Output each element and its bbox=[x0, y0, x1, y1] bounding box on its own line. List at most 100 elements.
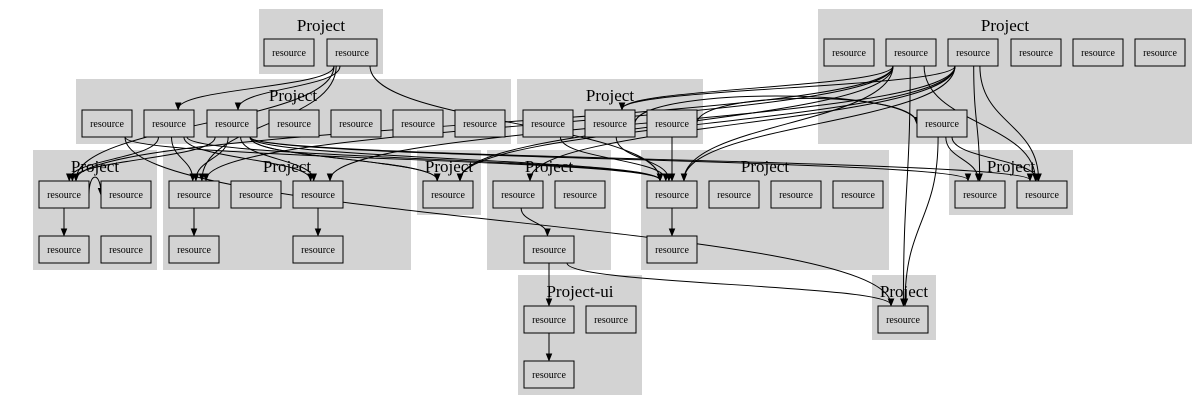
node-box[interactable] bbox=[143, 109, 195, 138]
node-box[interactable] bbox=[523, 305, 575, 334]
node-label: resource bbox=[339, 119, 373, 130]
node-c2n2[interactable]: resource bbox=[885, 38, 937, 67]
node-box[interactable] bbox=[230, 180, 282, 209]
node-c3n7[interactable]: resource bbox=[454, 109, 506, 138]
node-c7n4[interactable]: resource bbox=[230, 180, 282, 209]
node-c7n6[interactable]: resource bbox=[916, 109, 968, 138]
node-box[interactable] bbox=[554, 180, 606, 209]
node-box[interactable] bbox=[585, 305, 637, 334]
node-box[interactable] bbox=[206, 109, 258, 138]
node-c9n1[interactable]: resource bbox=[492, 180, 544, 209]
node-box[interactable] bbox=[947, 38, 999, 67]
node-c6n3[interactable]: resource bbox=[292, 180, 344, 209]
node-box[interactable] bbox=[523, 360, 575, 389]
node-box[interactable] bbox=[770, 180, 822, 209]
node-box[interactable] bbox=[168, 180, 220, 209]
node-box[interactable] bbox=[100, 180, 152, 209]
node-box[interactable] bbox=[646, 109, 698, 138]
node-box[interactable] bbox=[823, 38, 875, 67]
node-box[interactable] bbox=[263, 38, 315, 67]
node-box[interactable] bbox=[392, 109, 444, 138]
node-c6n2[interactable]: resource bbox=[168, 235, 220, 264]
node-c13n1[interactable]: resource bbox=[877, 305, 929, 334]
node-c2n1[interactable]: resource bbox=[823, 38, 875, 67]
node-box[interactable] bbox=[584, 109, 636, 138]
node-c10n2[interactable]: resource bbox=[708, 180, 760, 209]
node-label: resource bbox=[563, 190, 597, 201]
node-c1n1[interactable]: resource bbox=[263, 38, 315, 67]
node-box[interactable] bbox=[832, 180, 884, 209]
node-box[interactable] bbox=[100, 235, 152, 264]
node-box[interactable] bbox=[326, 38, 378, 67]
node-box[interactable] bbox=[292, 235, 344, 264]
cluster-label-c2: Project bbox=[981, 16, 1029, 35]
node-box[interactable] bbox=[454, 109, 506, 138]
node-box[interactable] bbox=[646, 180, 698, 209]
node-label: resource bbox=[532, 315, 566, 326]
node-box[interactable] bbox=[954, 180, 1006, 209]
node-c2n3[interactable]: resource bbox=[947, 38, 999, 67]
node-box[interactable] bbox=[492, 180, 544, 209]
node-c1n2[interactable]: resource bbox=[326, 38, 378, 67]
node-c2n6[interactable]: resource bbox=[1134, 38, 1186, 67]
edge-c7n6-to-c11n1 bbox=[945, 136, 978, 180]
node-c4n2[interactable]: resource bbox=[100, 180, 152, 209]
node-box[interactable] bbox=[38, 180, 90, 209]
node-c3n5[interactable]: resource bbox=[330, 109, 382, 138]
node-label: resource bbox=[655, 190, 689, 201]
node-c3n4[interactable]: resource bbox=[268, 109, 320, 138]
node-c5n1[interactable]: resource bbox=[422, 180, 474, 209]
node-c4n3[interactable]: resource bbox=[38, 235, 90, 264]
node-box[interactable] bbox=[522, 109, 574, 138]
node-box[interactable] bbox=[292, 180, 344, 209]
node-box[interactable] bbox=[1072, 38, 1124, 67]
node-c4-extra[interactable]: resource bbox=[100, 235, 152, 264]
node-box[interactable] bbox=[708, 180, 760, 209]
node-c7n1[interactable]: resource bbox=[522, 109, 574, 138]
edge-c2n3-to-c9n1 bbox=[530, 65, 956, 180]
node-c6n1[interactable]: resource bbox=[168, 180, 220, 209]
node-box[interactable] bbox=[1016, 180, 1068, 209]
node-box[interactable] bbox=[268, 109, 320, 138]
cluster-label-c10: Project bbox=[741, 157, 789, 176]
node-box[interactable] bbox=[330, 109, 382, 138]
node-label: resource bbox=[841, 190, 875, 201]
node-c7n5[interactable]: resource bbox=[646, 180, 698, 209]
edge-c2n3-to-c11n1 bbox=[973, 65, 980, 180]
node-box[interactable] bbox=[916, 109, 968, 138]
node-c2n4[interactable]: resource bbox=[1010, 38, 1062, 67]
node-box[interactable] bbox=[523, 235, 575, 264]
node-label: resource bbox=[655, 119, 689, 130]
node-label: resource bbox=[655, 245, 689, 256]
node-c2n5[interactable]: resource bbox=[1072, 38, 1124, 67]
node-box[interactable] bbox=[422, 180, 474, 209]
node-c12n2[interactable]: resource bbox=[585, 305, 637, 334]
node-c10n4[interactable]: resource bbox=[832, 180, 884, 209]
node-c3n1[interactable]: resource bbox=[81, 109, 133, 138]
node-c3n3[interactable]: resource bbox=[206, 109, 258, 138]
node-c7n2[interactable]: resource bbox=[584, 109, 636, 138]
node-c3n2[interactable]: resource bbox=[143, 109, 195, 138]
edge-c9n3-to-c13n1 bbox=[566, 262, 891, 305]
node-box[interactable] bbox=[1010, 38, 1062, 67]
node-c3n6[interactable]: resource bbox=[392, 109, 444, 138]
node-c12n3[interactable]: resource bbox=[523, 360, 575, 389]
node-c12n1[interactable]: resource bbox=[523, 305, 575, 334]
node-c4n1[interactable]: resource bbox=[38, 180, 90, 209]
node-c7n3[interactable]: resource bbox=[646, 109, 698, 138]
node-c6n4[interactable]: resource bbox=[292, 235, 344, 264]
node-c10n5[interactable]: resource bbox=[646, 235, 698, 264]
node-c8n1[interactable]: resource bbox=[954, 180, 1006, 209]
node-box[interactable] bbox=[1134, 38, 1186, 67]
node-label: resource bbox=[401, 119, 435, 130]
node-box[interactable] bbox=[168, 235, 220, 264]
node-box[interactable] bbox=[885, 38, 937, 67]
node-c9n2[interactable]: resource bbox=[554, 180, 606, 209]
node-c10n3[interactable]: resource bbox=[770, 180, 822, 209]
node-c11n2[interactable]: resource bbox=[1016, 180, 1068, 209]
node-box[interactable] bbox=[81, 109, 133, 138]
node-box[interactable] bbox=[38, 235, 90, 264]
node-box[interactable] bbox=[646, 235, 698, 264]
node-box[interactable] bbox=[877, 305, 929, 334]
node-c9n3[interactable]: resource bbox=[523, 235, 575, 264]
